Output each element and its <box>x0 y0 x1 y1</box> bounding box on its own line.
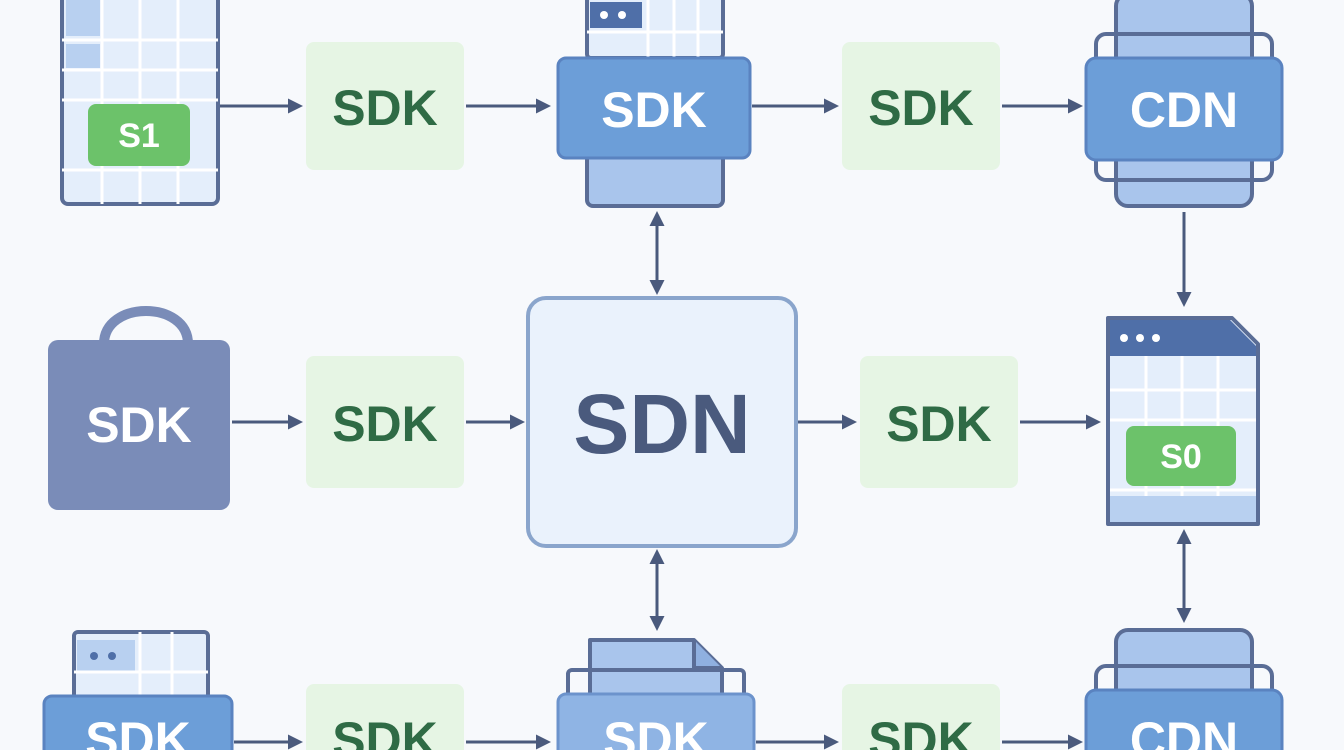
center-sdn-label: SDN <box>573 377 750 471</box>
server-top-label: SDK <box>601 82 707 138</box>
sdk-box-top-2: SDK <box>842 42 1000 170</box>
server-bottom-left-icon: SDK <box>42 630 234 750</box>
sdk-box-bot-2-label: SDK <box>868 712 974 750</box>
sdk-box-bot-1: SDK <box>306 684 464 750</box>
sdk-box-bot-2: SDK <box>842 684 1000 750</box>
spreadsheet-top-badge: S1 <box>118 117 160 155</box>
cdn-bottom-icon: CDN <box>1084 628 1284 750</box>
sdk-box-mid-1: SDK <box>306 356 464 488</box>
spreadsheet-right-icon: S0 <box>1106 316 1260 526</box>
spreadsheet-right-badge: S0 <box>1160 438 1202 476</box>
server-top-icon: SDK <box>556 0 752 208</box>
cdn-bottom-label: CDN <box>1130 712 1238 750</box>
center-sdn-box: SDN <box>526 296 798 548</box>
bag-label: SDK <box>86 397 192 453</box>
sdk-box-mid-2-label: SDK <box>886 396 992 452</box>
document-bottom-icon: SDK <box>556 638 756 750</box>
sdk-box-top-1: SDK <box>306 42 464 170</box>
cdn-top-icon: CDN <box>1084 0 1284 208</box>
cdn-top-label: CDN <box>1130 82 1238 138</box>
document-bottom-label: SDK <box>603 712 709 750</box>
sdk-box-top-1-label: SDK <box>332 80 438 136</box>
spreadsheet-top-icon: S1 <box>60 0 220 206</box>
sdk-box-bot-1-label: SDK <box>332 712 438 750</box>
server-bottom-left-label: SDK <box>85 712 191 750</box>
sdk-box-mid-2: SDK <box>860 356 1018 488</box>
bag-icon: SDK <box>48 306 230 510</box>
sdk-box-top-2-label: SDK <box>868 80 974 136</box>
sdk-box-mid-1-label: SDK <box>332 396 438 452</box>
